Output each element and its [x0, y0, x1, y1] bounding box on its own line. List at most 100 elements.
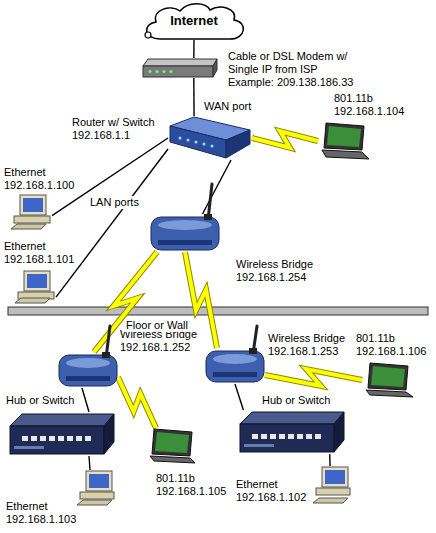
icon-part: [66, 376, 110, 381]
icon-part: [279, 434, 285, 439]
icon-part: [158, 240, 212, 245]
icon-part: [213, 59, 217, 77]
wireless-bridge: Wireless Bridge192.168.1.253: [205, 348, 265, 384]
device-label: 801.11b: [356, 332, 426, 345]
icon-part: [297, 434, 303, 439]
icon-part: [14, 216, 50, 223]
label-group: Internet: [140, 13, 248, 28]
label-group: Router w/ Switch192.168.1.1: [72, 116, 155, 142]
icon-part: [195, 141, 198, 144]
icon-part: [150, 456, 195, 463]
icon-part: [322, 467, 348, 487]
wireless-link: [118, 377, 156, 428]
icon-part: [77, 500, 112, 505]
device-label: Ethernet: [236, 478, 306, 491]
icon-part: [24, 271, 50, 291]
icon-part: [155, 432, 189, 453]
ip-address: 192.168.1.106: [356, 345, 426, 358]
ip-address: 192.168.1.100: [4, 179, 74, 192]
connector-stroke: [82, 388, 89, 412]
ethernet-pc: Ethernet192.168.1.102: [312, 466, 352, 504]
ethernet-cable: [89, 456, 90, 470]
ip-address: 192.168.1.101: [4, 253, 74, 266]
label-group: Wireless Bridge192.168.1.254: [236, 258, 313, 284]
ethernet-pc: Ethernet192.168.1.103: [76, 470, 116, 506]
hub-switch: Hub or Switch: [8, 412, 116, 456]
ip-address: 192.168.1.1: [72, 129, 155, 142]
ethernet-cable: [193, 40, 194, 58]
icon-part: [85, 436, 91, 441]
hub-icon: [8, 412, 116, 456]
device-label: Router w/ Switch: [72, 116, 155, 129]
icon-part: [14, 446, 44, 449]
icon-part: [104, 414, 114, 454]
icon-part: [40, 436, 46, 441]
icon-part: [162, 70, 165, 73]
icon-part: [324, 123, 364, 150]
ip-address: 192.168.1.103: [6, 513, 76, 526]
modem-icon: [140, 58, 218, 78]
connector-stroke: [252, 131, 318, 147]
icon-part: [155, 70, 158, 73]
icon-part: [27, 274, 47, 288]
icon-part: [261, 434, 267, 439]
wireless-laptop: 801.11b192.168.1.105: [146, 428, 196, 464]
ethernet-cable: [56, 149, 168, 297]
icon-part: [204, 214, 212, 220]
label-group: 801.11b192.168.1.105: [156, 472, 226, 498]
icon-part: [226, 130, 250, 158]
icon-part: [306, 434, 312, 439]
label-group: Wireless Bridge192.168.1.253: [268, 332, 345, 358]
icon-part: [10, 414, 114, 426]
ip-address: 192.168.1.104: [334, 105, 404, 118]
connector-stroke: [52, 138, 168, 216]
icon-part: [270, 434, 276, 439]
icon-part: [158, 220, 212, 230]
laptop-icon: [146, 428, 196, 464]
icon-part: [334, 412, 344, 452]
cable-modem: Cable or DSL Modem w/ Single IP from ISP…: [140, 58, 218, 78]
pc-icon: [312, 466, 352, 504]
pc-icon: [76, 470, 116, 506]
ip-address: Example: 209.138.186.33: [228, 76, 353, 89]
label-group: Ethernet192.168.1.100: [4, 166, 74, 192]
icon-part: [80, 492, 114, 499]
label-group: 801.11b192.168.1.104: [334, 92, 404, 118]
hub-icon: [238, 410, 346, 454]
wireless-bridge: Wireless Bridge192.168.1.252: [58, 352, 118, 388]
icon-part: [11, 224, 46, 229]
connector-stroke: [118, 377, 156, 428]
icon-part: [371, 366, 405, 387]
device-label: Wireless Bridge: [268, 332, 345, 345]
icon-part: [66, 358, 110, 368]
icon-part: [288, 434, 294, 439]
icon-part: [252, 434, 258, 439]
icon-part: [187, 139, 190, 142]
device-label: Ethernet: [6, 500, 76, 513]
icon-part: [170, 126, 226, 158]
icon-part: [76, 436, 82, 441]
wireless-laptop: 801.11b192.168.1.106: [362, 362, 414, 398]
label-group: Hub or Switch: [6, 394, 74, 407]
laptop-icon: [362, 362, 414, 398]
hub-switch: Hub or Switch: [238, 410, 346, 454]
ethernet-cable: [193, 78, 194, 116]
label-group: Cable or DSL Modem w/ Single IP from ISP…: [228, 50, 353, 89]
icon-part: [315, 434, 321, 439]
icon-part: [244, 444, 274, 447]
port-label: WAN port: [202, 100, 253, 113]
ip-address: 192.168.1.102: [236, 491, 306, 504]
icon-part: [148, 70, 151, 73]
device-label: Ethernet: [4, 240, 74, 253]
icon-part: [213, 354, 257, 364]
ip-address: 192.168.1.253: [268, 345, 345, 358]
icon-part: [325, 470, 345, 484]
wireless-laptop: 801.11b192.168.1.104: [318, 122, 370, 160]
wireless-link: [265, 369, 362, 386]
device-label: Cable or DSL Modem w/ Single IP from ISP: [228, 50, 353, 76]
icon-part: [31, 436, 37, 441]
label-group: Ethernet192.168.1.102: [236, 478, 306, 504]
icon-part: [249, 348, 257, 354]
icon-part: [316, 488, 350, 495]
icon-part: [240, 412, 344, 424]
